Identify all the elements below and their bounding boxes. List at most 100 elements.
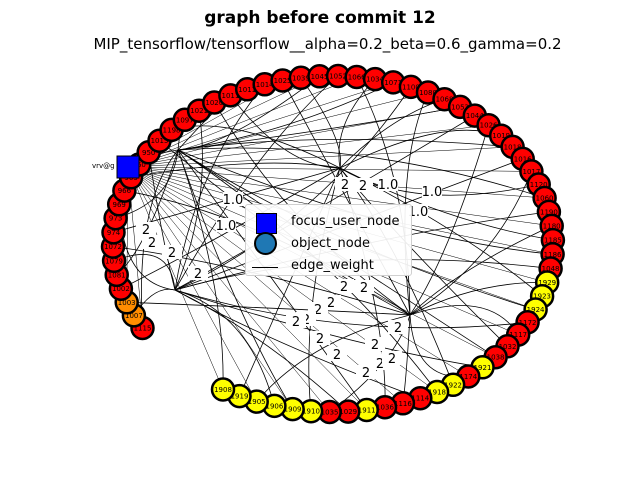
- object-node-label: 1039: [292, 74, 310, 82]
- legend-entry-object-node: object_node: [246, 232, 411, 255]
- svg-text:1.0: 1.0: [216, 219, 237, 234]
- focus-node-group: vrv@g: [92, 155, 140, 179]
- object-node-label: 1045: [311, 73, 329, 81]
- legend-entry-focus-user-node: focus_user_node: [246, 213, 411, 234]
- object-node-label: 1115: [134, 325, 152, 333]
- svg-text:2: 2: [194, 267, 202, 282]
- edge: [174, 289, 528, 329]
- object-node-label: 1909: [284, 406, 302, 414]
- edge: [230, 95, 341, 169]
- object-node-label: 1174: [459, 373, 477, 381]
- chart-subtitle: MIP_tensorflow/tensorflow__alpha=0.2_bet…: [93, 35, 562, 53]
- edge-weight-label: 2: [388, 320, 408, 336]
- svg-text:1.0: 1.0: [223, 193, 244, 208]
- object-node[interactable]: 1029: [335, 399, 361, 424]
- edge: [174, 289, 483, 368]
- legend-entry-edge-weight: edge_weight: [246, 257, 411, 277]
- edge: [127, 166, 293, 410]
- node-layer: 1115100710031002108110791072974973969966…: [100, 63, 566, 425]
- object-node-label: 1100: [402, 83, 420, 91]
- edge: [141, 149, 179, 329]
- object-node-label: 1120: [530, 181, 548, 189]
- edge-weight-label: 2: [188, 266, 208, 282]
- edge-weight-label: 2: [353, 178, 373, 194]
- edge-weight-label: 2: [335, 177, 355, 193]
- edge: [174, 289, 349, 412]
- object-node-label: 1185: [544, 237, 562, 245]
- object-node-label: 1923: [533, 293, 551, 301]
- object-node-label: 1908: [214, 386, 232, 394]
- object-node-label: 1198: [163, 126, 181, 134]
- object-node-label: 1048: [542, 265, 560, 273]
- object-node-label: 1011: [221, 92, 239, 100]
- object-node-label: 1011: [238, 86, 256, 94]
- edge-weight-label: 1.0: [408, 204, 428, 220]
- edge: [256, 314, 411, 402]
- svg-text:2: 2: [388, 352, 396, 367]
- object-node-label: 1066: [348, 74, 366, 82]
- edge-weight-label: 2: [365, 337, 385, 353]
- edge: [127, 76, 357, 168]
- object-node-label: 1003: [118, 299, 136, 307]
- edge: [127, 166, 330, 413]
- edge: [300, 77, 341, 169]
- object-node[interactable]: 1910: [298, 398, 324, 424]
- svg-text:2: 2: [376, 357, 384, 372]
- edge: [308, 167, 341, 412]
- edge-weight-label: 1.0: [223, 192, 244, 208]
- edge-weight-label: 2: [334, 279, 354, 295]
- edge: [127, 166, 404, 404]
- object-node-label: 1922: [444, 381, 462, 389]
- edge: [409, 171, 532, 316]
- object-node-label: 1002: [112, 285, 130, 293]
- object-node-label: 1015: [151, 137, 169, 145]
- object-node-label: 1071: [384, 79, 402, 87]
- object-node-label: 1021: [190, 107, 208, 115]
- edge-weight-label: 1.0: [378, 177, 398, 193]
- edge: [127, 146, 513, 168]
- edge-weight-label: 2: [162, 245, 182, 261]
- svg-text:2: 2: [148, 236, 156, 251]
- legend: focus_user_node object_node edge_weight: [245, 204, 412, 276]
- object-node-label: 1017: [522, 168, 540, 176]
- edge: [127, 166, 257, 402]
- svg-text:2: 2: [359, 179, 367, 194]
- object-node-label: 1172: [519, 319, 537, 327]
- focus-user-node-label: vrv@g: [92, 162, 115, 170]
- edge: [127, 92, 429, 168]
- object-node-label: 1921: [474, 364, 492, 372]
- edge: [127, 166, 532, 172]
- object-node-label: 1080: [419, 89, 437, 97]
- object-node-label: 1918: [428, 389, 446, 397]
- edge-weight-label: 1.0: [216, 218, 237, 234]
- object-node-label: 1032: [499, 343, 517, 351]
- object-node-label: 1919: [231, 393, 249, 401]
- edge-weight-label: 2: [310, 331, 330, 347]
- object-node-label: 1117: [509, 331, 527, 339]
- edge: [174, 289, 275, 407]
- object-node-label: 1081: [108, 271, 126, 279]
- legend-circle-icon: [254, 232, 277, 255]
- svg-text:1.0: 1.0: [422, 185, 443, 200]
- object-node-label: 969: [113, 201, 126, 209]
- edge: [127, 124, 489, 168]
- object-node-label: 1016: [514, 155, 532, 163]
- object-node[interactable]: 1908: [210, 377, 236, 402]
- object-node-label: 1007: [125, 312, 143, 320]
- object-node-label: 1044: [466, 112, 484, 120]
- svg-text:2: 2: [314, 303, 322, 318]
- edge: [120, 167, 341, 290]
- object-node-label: 1905: [248, 398, 266, 406]
- edge-weight-label: 2: [354, 280, 374, 296]
- focus-user-node[interactable]: [116, 155, 140, 179]
- svg-text:2: 2: [168, 246, 176, 261]
- object-node[interactable]: 1911: [354, 397, 379, 423]
- svg-text:2: 2: [340, 280, 348, 295]
- svg-text:2: 2: [142, 223, 150, 238]
- svg-text:2: 2: [327, 296, 335, 311]
- object-node-label: 1034: [366, 76, 384, 84]
- object-node-label: 1924: [527, 306, 545, 314]
- object-node-label: 1036: [376, 404, 394, 412]
- legend-square-icon: [256, 213, 277, 234]
- edge: [127, 106, 461, 168]
